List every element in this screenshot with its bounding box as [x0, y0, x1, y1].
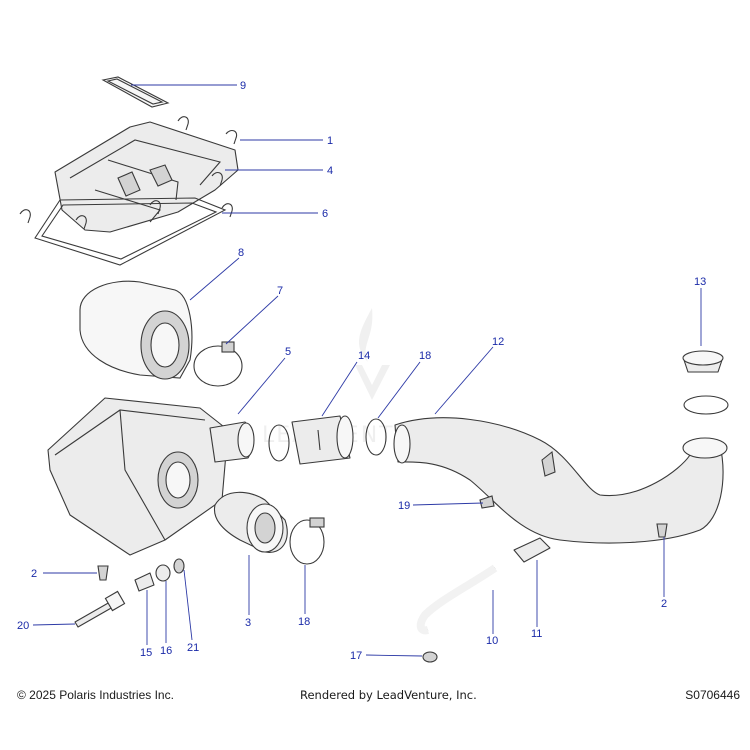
- callout-6[interactable]: 6: [322, 208, 328, 220]
- callout-9[interactable]: 9: [240, 80, 246, 92]
- callout-17[interactable]: 17: [350, 650, 362, 662]
- callout-18-lower[interactable]: 18: [298, 616, 310, 628]
- part-3-intake-boot: [213, 491, 288, 553]
- copyright-text: © 2025 Polaris Industries Inc.: [17, 688, 174, 702]
- callout-labels: 9 1 4 6 8 7 5 14 18 12 13 19 2 2 3 18 10…: [17, 80, 706, 662]
- callout-2-left[interactable]: 2: [31, 568, 37, 580]
- callout-7[interactable]: 7: [277, 285, 283, 297]
- callout-8[interactable]: 8: [238, 247, 244, 259]
- part-12-intake-duct: [393, 417, 728, 544]
- callout-12[interactable]: 12: [492, 336, 504, 348]
- part-15-spacer: [134, 572, 155, 592]
- part-18-clamp-lower: [289, 517, 325, 565]
- callout-18-upper[interactable]: 18: [419, 350, 431, 362]
- callout-1[interactable]: 1: [327, 135, 333, 147]
- part-9-gasket-strip: [101, 76, 170, 108]
- part-13-cap-and-clamp: [682, 350, 729, 415]
- callout-10[interactable]: 10: [486, 635, 498, 647]
- callout-4[interactable]: 4: [327, 165, 333, 177]
- callout-19[interactable]: 19: [398, 500, 410, 512]
- rendered-by-text: Rendered by LeadVenture, Inc.: [300, 688, 477, 702]
- leader-lines: [32, 84, 702, 657]
- part-21-nut: [173, 558, 185, 574]
- part-6-cover-seal: [34, 197, 227, 266]
- part-10-drain-hose: [416, 564, 498, 635]
- part-20-bolt: [74, 590, 126, 628]
- part-7-clamp: [193, 341, 243, 387]
- part-1-clips: [19, 116, 238, 230]
- diagram-code: S0706446: [685, 688, 740, 702]
- part-16-grommet: [155, 564, 171, 582]
- part-2-drain-plugs: [97, 523, 668, 581]
- callout-3[interactable]: 3: [245, 617, 251, 629]
- callout-15[interactable]: 15: [140, 647, 152, 659]
- part-17-hose-clamp: [422, 651, 438, 663]
- callout-11[interactable]: 11: [531, 628, 542, 640]
- callout-21[interactable]: 21: [187, 642, 199, 654]
- callout-20[interactable]: 20: [17, 620, 29, 632]
- part-5-airbox-base: [47, 397, 255, 556]
- part-8-air-filter: [79, 280, 193, 380]
- callout-5[interactable]: 5: [285, 346, 291, 358]
- part-11-fitting: [513, 537, 551, 563]
- callout-2-right[interactable]: 2: [661, 598, 667, 610]
- part-14-coupler: [268, 415, 354, 465]
- part-19-bolt: [479, 495, 495, 509]
- callout-14[interactable]: 14: [358, 350, 370, 362]
- callout-13[interactable]: 13: [694, 276, 706, 288]
- part-18-clamp-upper: [365, 418, 387, 456]
- callout-16[interactable]: 16: [160, 645, 172, 657]
